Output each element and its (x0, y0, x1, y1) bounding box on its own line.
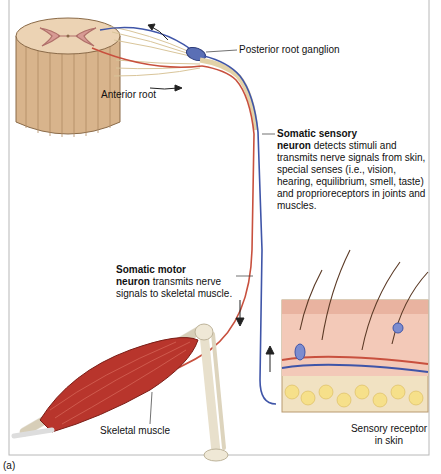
frame (9, 0, 429, 455)
rootlets (92, 26, 202, 76)
leader-line (262, 134, 275, 135)
label-box: Posterior root ganglion (239, 44, 419, 56)
leader-line (150, 392, 152, 424)
leg (14, 324, 228, 461)
structure-label: Anterior root (101, 89, 156, 100)
label-box: Somatic sensory neurondetects stimuli an… (277, 128, 427, 212)
spinal-nerve (200, 60, 256, 130)
spinal-cord (16, 18, 120, 137)
leader-line (206, 50, 237, 52)
skin-section (282, 250, 428, 412)
structure-label: Sensory receptor in skin (351, 423, 427, 446)
panel-label: (a) (3, 460, 15, 471)
structure-label: Skeletal muscle (100, 425, 170, 436)
label-box: Somatic motor neurontransmits nerve sign… (116, 264, 236, 300)
structure-label: Posterior root ganglion (239, 44, 340, 55)
motor-neuron (150, 66, 254, 378)
signal-arrows (148, 24, 274, 372)
leader-line (236, 276, 253, 277)
label-box: (a) (3, 460, 33, 472)
label-box: Sensory receptor in skin (346, 423, 432, 447)
label-box: Anterior root (101, 89, 191, 101)
label-box: Skeletal muscle (100, 425, 210, 437)
